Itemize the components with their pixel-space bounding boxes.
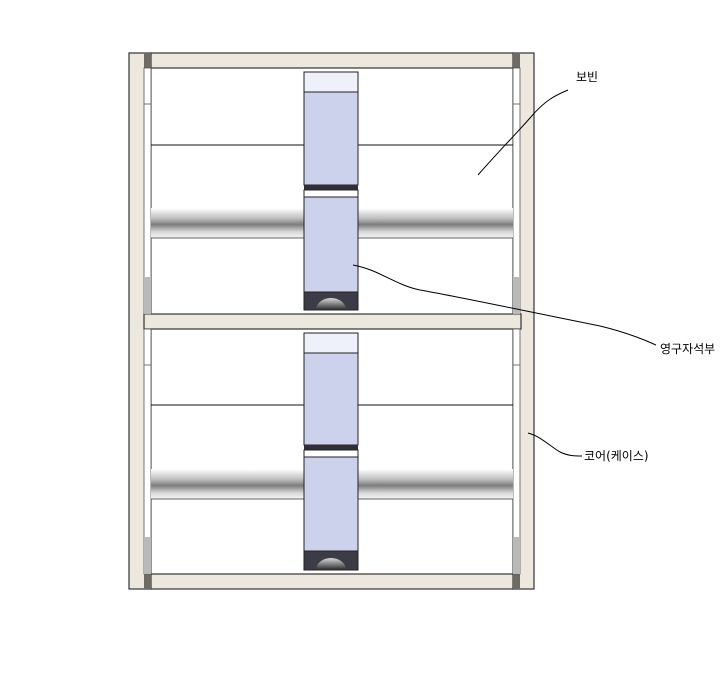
inner-strip-shade bbox=[144, 277, 151, 314]
permanent-magnet-bottom bbox=[303, 332, 359, 571]
inner-strip-shade bbox=[144, 537, 151, 574]
corner-block bbox=[144, 574, 151, 589]
permanent-magnet-label: 영구자석부 bbox=[660, 342, 716, 356]
inner-strip-shade bbox=[513, 537, 520, 574]
case-bottom-plate bbox=[150, 573, 514, 590]
leader-line-bobbin bbox=[477, 89, 569, 176]
case-top-plate bbox=[150, 52, 514, 69]
corner-block bbox=[513, 53, 520, 68]
bobbin-label: 보빈 bbox=[576, 70, 599, 84]
leader-line-magnet bbox=[352, 264, 657, 346]
core-case-label: 코어(케이스) bbox=[584, 449, 649, 463]
case-middle-plate bbox=[143, 313, 522, 330]
inner-strip-shade bbox=[513, 277, 520, 314]
core-case-frame bbox=[128, 52, 535, 590]
corner-block bbox=[144, 53, 151, 68]
permanent-magnet-top bbox=[303, 71, 359, 311]
leader-line-core bbox=[527, 432, 583, 457]
corner-block bbox=[513, 574, 520, 589]
